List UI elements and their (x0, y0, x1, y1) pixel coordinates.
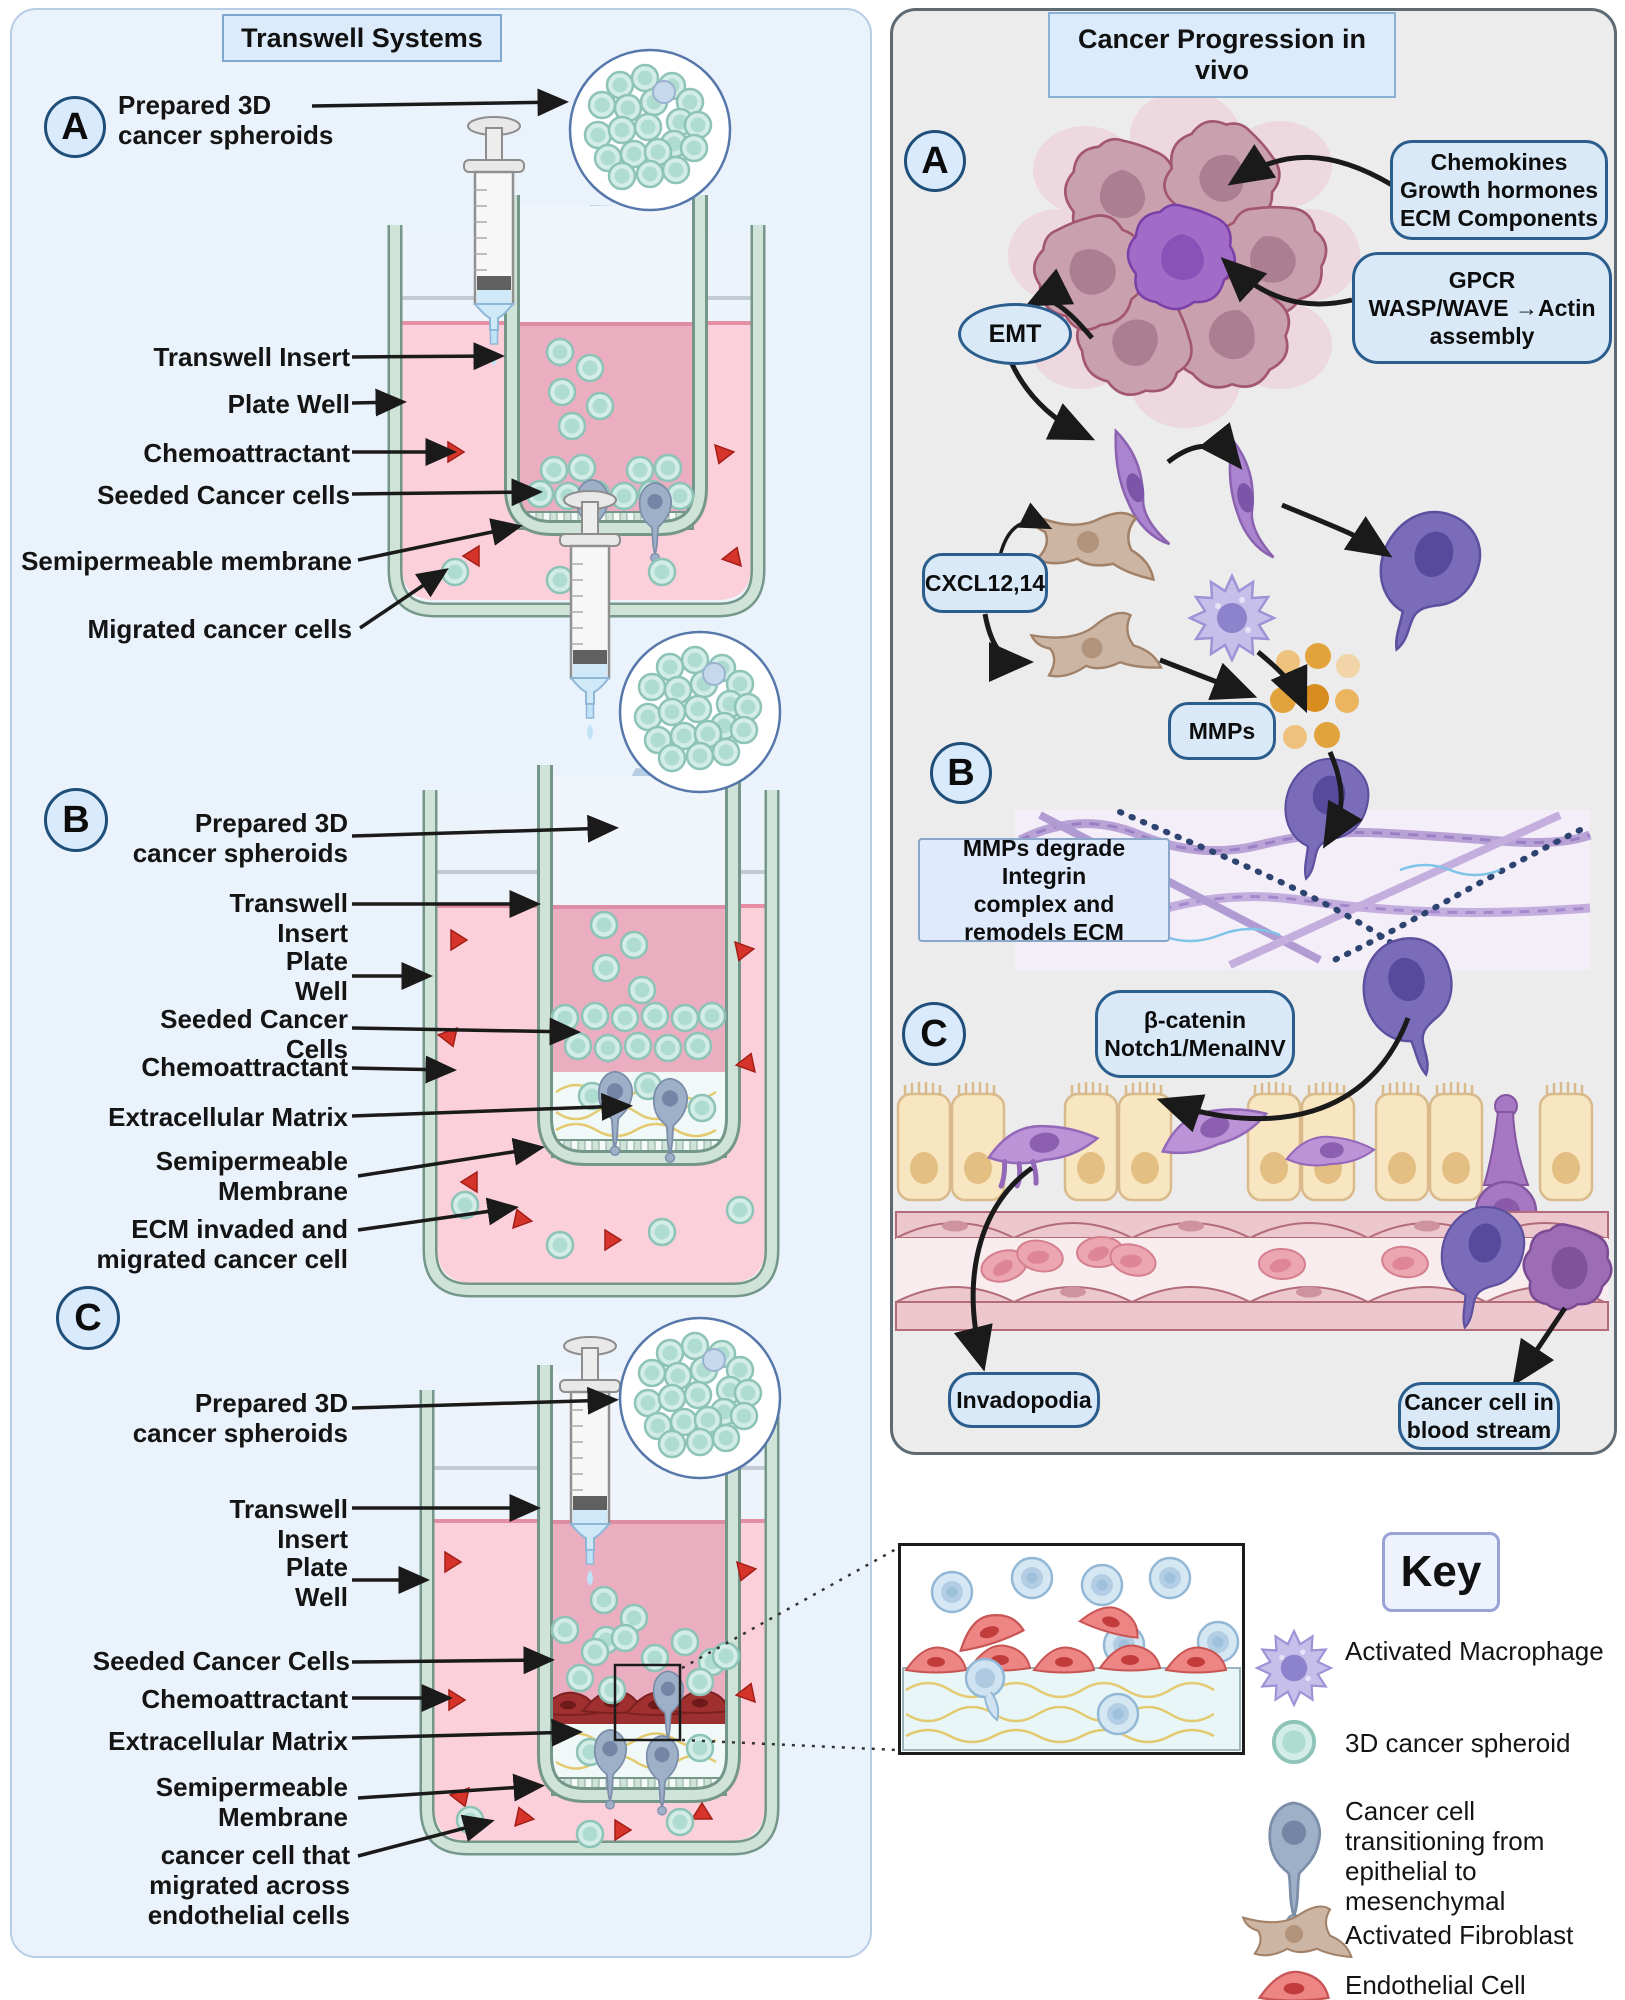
label-line: migrated across (149, 1870, 350, 1900)
right-badge-a: A (904, 130, 966, 192)
mmps-label: MMPs (1168, 702, 1276, 760)
label-plate-well-c: Plate Well (100, 1552, 348, 1612)
endothelial-cell-icon (1258, 1970, 1330, 2000)
label-line: cancer cell that (160, 1840, 350, 1870)
cancer-cell-blood-box: Cancer cell in blood stream (1398, 1382, 1560, 1450)
label-line: GPCR (1448, 267, 1516, 293)
label-line: Membrane (217, 1802, 348, 1832)
label-line: WASP/WAVE →Actin (1368, 295, 1596, 321)
label-plate-well-b: Plate Well (100, 946, 348, 1006)
activated-fibroblast-icon (1242, 1905, 1353, 1958)
label-ecm-b: Extracellular Matrix (108, 1102, 348, 1132)
label-ecm-invaded-b: ECM invaded and migrated cancer cell (40, 1214, 348, 1274)
label-line: Transwell (229, 888, 349, 918)
label-seeded-cells-a: Seeded Cancer cells (97, 480, 350, 510)
label-migrated-endothelial-c: cancer cell that migrated across endothe… (70, 1840, 350, 1930)
key-title: Key (1382, 1532, 1500, 1612)
label-line: assembly (1429, 323, 1535, 349)
label-line: Well (295, 1582, 348, 1612)
label-line: Growth hormones (1399, 177, 1599, 203)
right-badge-b: B (930, 742, 992, 804)
key-item-endothelial-cell: Endothelial Cell (1345, 1970, 1526, 2000)
label-line: Semipermeable (155, 1772, 348, 1802)
label-line: cancer spheroids (132, 1418, 348, 1448)
activated-macrophage-icon (1255, 1629, 1333, 1707)
key-item-activated-fibroblast: Activated Fibroblast (1345, 1920, 1574, 1950)
emt-transition-cell-icon (1268, 1801, 1322, 1930)
mmps-degrade-box: MMPs degrade Integrin complex and remode… (918, 835, 1170, 945)
right-badge-c: C (902, 1002, 966, 1066)
label-chemoattractant-c: Chemoattractant (141, 1684, 348, 1714)
label-line: blood stream (1406, 1417, 1552, 1443)
label-line: cancer spheroids (132, 838, 348, 868)
label-line: cancer spheroids (118, 120, 334, 150)
label-membrane-c: Semipermeable Membrane (100, 1772, 348, 1832)
label-line: ECM Components (1399, 205, 1599, 231)
left-badge-a: A (44, 96, 106, 158)
label-seeded-cells-c: Seeded Cancer Cells (92, 1646, 350, 1676)
label-line: Plate (285, 1552, 348, 1582)
chemokines-box: Chemokines Growth hormones ECM Component… (1390, 140, 1608, 240)
bcatenin-notch-box: β-catenin Notch1/MenaINV (1095, 990, 1295, 1078)
label-line: complex and remodels ECM (964, 891, 1124, 945)
label-line: Membrane (217, 1176, 348, 1206)
label-prepared-spheroids-c: Prepared 3D cancer spheroids (100, 1388, 348, 1448)
key-item-activated-macrophage: Activated Macrophage (1345, 1636, 1604, 1666)
label-membrane-b: Semipermeable Membrane (100, 1146, 348, 1206)
label-chemoattractant-a: Chemoattractant (143, 438, 350, 468)
label-line: Well (295, 976, 348, 1006)
label-line: Prepared 3D (194, 808, 348, 838)
label-membrane-a: Semipermeable membrane (21, 546, 352, 576)
label-line: Cells (285, 1034, 348, 1064)
emt-label: EMT (958, 303, 1072, 365)
label-chemoattractant-b: Chemoattractant (141, 1052, 348, 1082)
magnified-inset-box (898, 1543, 1245, 1755)
label-line: Prepared 3D (118, 90, 272, 120)
label-prepared-spheroids-a: Prepared 3D cancer spheroids (118, 90, 358, 150)
label-transwell-insert-b: Transwell Insert (100, 888, 349, 948)
label-migrated-a: Migrated cancer cells (87, 614, 352, 644)
key-item-3d-cancer-spheroid: 3D cancer spheroid (1345, 1728, 1571, 1758)
key-icons (1242, 1629, 1353, 2000)
label-line: endothelial cells (147, 1900, 350, 1930)
label-line: Notch1/MenaINV (1104, 1035, 1286, 1061)
cxcl-label: CXCL12,14 (922, 553, 1048, 613)
3d-cancer-spheroid-icon (1271, 1719, 1317, 1765)
label-line: Cancer cell in (1404, 1389, 1554, 1415)
label-line: Semipermeable (155, 1146, 348, 1176)
key-item-transitioning-cell: Cancer cell transitioning from epithelia… (1345, 1796, 1545, 1916)
label-transwell-insert-a: Transwell Insert (153, 342, 350, 372)
label-line: migrated cancer cell (96, 1244, 348, 1274)
left-badge-c: C (56, 1286, 120, 1350)
label-seeded-cells-b: Seeded Cancer Cells (100, 1004, 348, 1064)
label-prepared-spheroids-b: Prepared 3D cancer spheroids (100, 808, 348, 868)
label-line: Prepared 3D (194, 1388, 348, 1418)
label-plate-well-a: Plate Well (227, 389, 350, 419)
label-transwell-insert-c: Transwell Insert (100, 1494, 349, 1554)
label-line: Insert (277, 918, 348, 948)
gpcr-wasp-wave-box: GPCR WASP/WAVE →Actin assembly (1352, 252, 1612, 364)
label-line: ECM invaded and (131, 1214, 348, 1244)
right-panel-title: Cancer Progression in vivo (1048, 12, 1396, 98)
label-line: Transwell (229, 1494, 349, 1524)
left-badge-b: B (44, 788, 108, 852)
invadopodia-label: Invadopodia (948, 1372, 1100, 1428)
label-line: Plate (285, 946, 348, 976)
label-line: Insert (277, 1524, 348, 1554)
label-line: MMPs degrade Integrin (962, 835, 1126, 889)
label-ecm-c: Extracellular Matrix (108, 1726, 348, 1756)
label-line: β-catenin (1143, 1007, 1247, 1033)
label-line: Chemokines (1430, 149, 1568, 175)
left-panel-title: Transwell Systems (222, 14, 502, 62)
label-line: Seeded Cancer (160, 1004, 348, 1034)
